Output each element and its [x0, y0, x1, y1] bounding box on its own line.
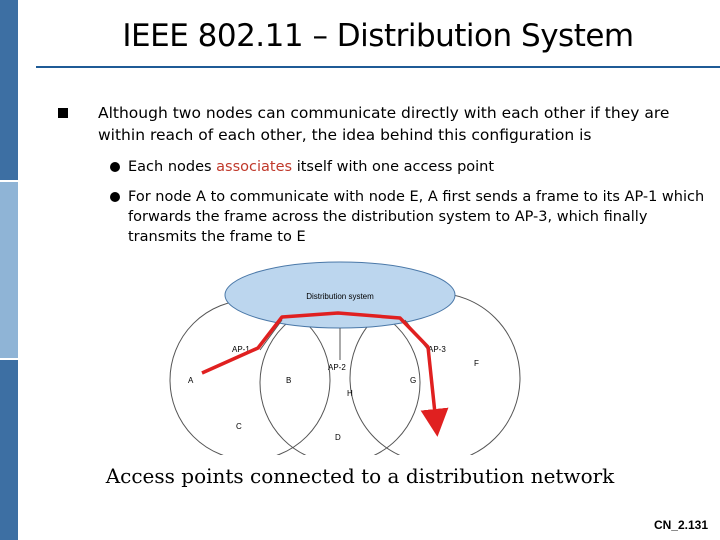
node-h: H	[347, 389, 353, 398]
slide-number: CN_2.131	[653, 518, 708, 532]
ap2-label: AP-2	[328, 363, 346, 372]
accent-bar-middle	[0, 182, 18, 358]
title-divider	[36, 66, 720, 68]
node-d: D	[335, 433, 341, 442]
node-e: E	[433, 422, 438, 431]
sub-bullet-text-post: itself with one access point	[292, 159, 495, 175]
diagram-caption: Access points connected to a distributio…	[105, 464, 615, 488]
ap1-label: AP-1	[232, 345, 250, 354]
dot-bullet-icon	[110, 162, 120, 172]
accent-bar-bottom	[0, 360, 18, 540]
sub-bullet-text-pre: Each nodes	[128, 159, 217, 175]
frame-path-arrow	[201, 311, 449, 437]
main-bullet-text: Although two nodes can communicate direc…	[98, 104, 670, 144]
node-c: C	[236, 422, 242, 431]
main-bullet: Although two nodes can communicate direc…	[58, 102, 702, 146]
sub-bullet-associates: Each nodes associates itself with one ac…	[110, 157, 708, 177]
node-f: F	[474, 359, 479, 368]
square-bullet-icon	[58, 108, 68, 118]
ds-label: Distribution system	[306, 292, 374, 301]
node-g: G	[410, 376, 416, 385]
left-accent-bar	[0, 0, 18, 540]
accent-bar-top	[0, 0, 18, 180]
sub-bullet-frame-path: For node A to communicate with node E, A…	[110, 187, 708, 247]
distribution-system-diagram: Distribution system AP-1 AP-2 AP-3 A B C…	[169, 261, 521, 455]
ap1-link	[259, 319, 283, 351]
ap3-label: AP-3	[428, 345, 446, 354]
node-a: A	[188, 376, 194, 385]
associates-highlight: associates	[216, 159, 293, 175]
slide-title: IEEE 802.11 – Distribution System	[122, 18, 634, 54]
dot-bullet-icon	[110, 192, 120, 202]
sub-bullet-text: For node A to communicate with node E, A…	[128, 189, 705, 245]
node-b: B	[286, 376, 291, 385]
